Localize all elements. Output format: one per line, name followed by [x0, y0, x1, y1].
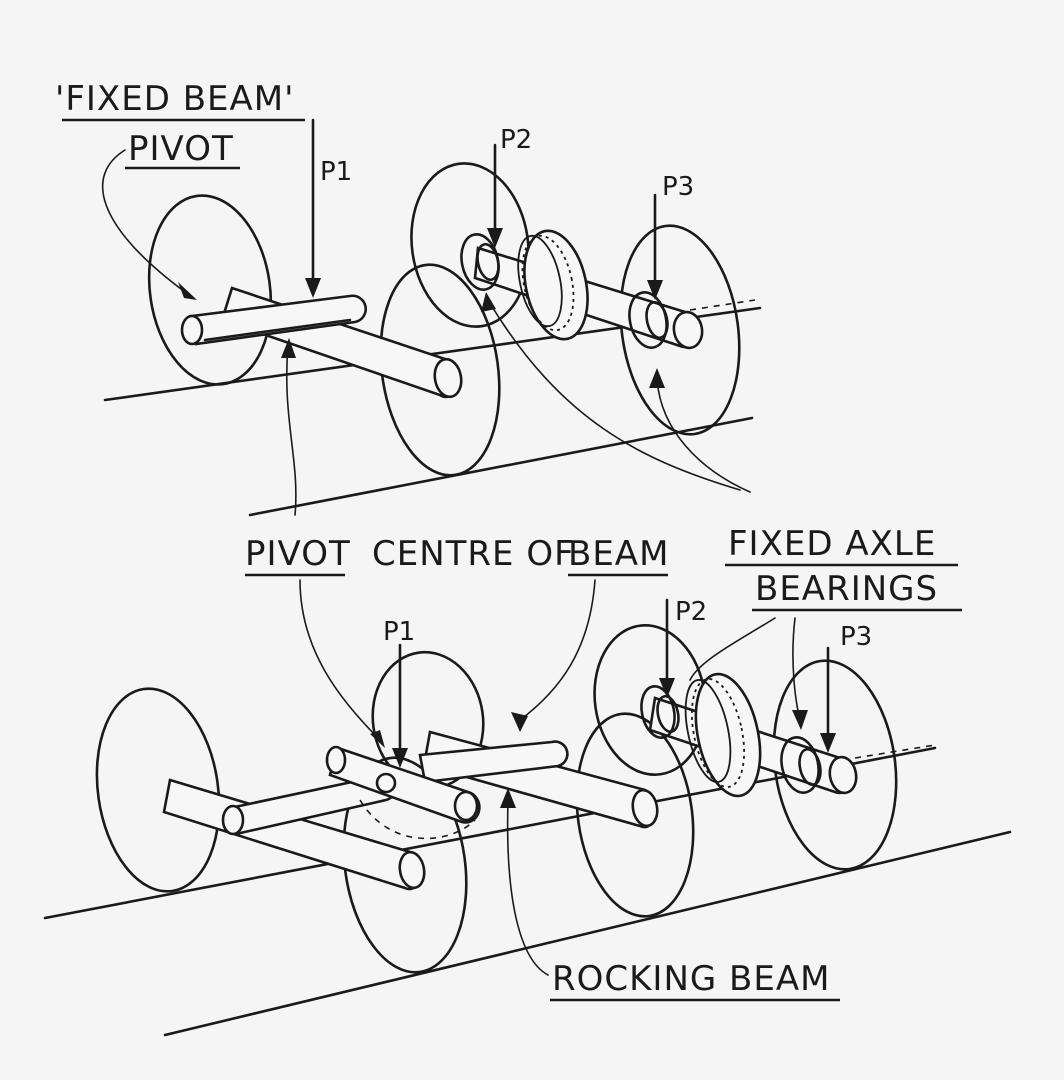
bottom-gear-face — [684, 679, 732, 783]
top-wheel-rear-left — [147, 194, 273, 386]
bottom-pivot-leader-head — [370, 730, 385, 748]
bottom-gear — [694, 672, 762, 798]
bottom-wheel-rear-left — [95, 687, 221, 893]
bottom-bearing-p3-inner — [798, 747, 822, 787]
top-p3-arrowhead — [647, 280, 663, 300]
label-p3-bottom: P3 — [840, 622, 872, 652]
label-fixed-axle: FIXED AXLE — [728, 524, 936, 564]
top-gear — [523, 229, 589, 341]
top-fixed-beam — [190, 294, 368, 346]
top-bearing-p2-inner — [476, 242, 500, 282]
label-beam-mid: BEAM — [568, 534, 669, 574]
label-fixed-beam: 'FIXED BEAM' — [55, 79, 294, 119]
bottom-axle-right-end — [828, 755, 858, 795]
bottom-axle-centre-end — [631, 788, 659, 828]
bottom-pivot-centre — [375, 772, 397, 794]
top-pivot-leader — [101, 149, 186, 293]
bottom-pivot-bar-cap — [325, 745, 347, 775]
top-p2-arrowhead — [487, 228, 503, 248]
top-axle-centreline — [689, 299, 756, 311]
bottom-p1-arrowhead — [392, 748, 408, 768]
bottom-rocking-beam-right — [418, 740, 569, 784]
label-p2-top: P2 — [500, 125, 532, 155]
top-fixed-beam-shade — [203, 318, 352, 342]
bottom-axle-centreline — [854, 744, 936, 759]
bottom-beam-leader-head — [511, 712, 528, 732]
bearings-leader-bottom-p2 — [689, 617, 776, 681]
top-assembly — [101, 118, 762, 517]
bottom-bearing-p2-inner — [656, 694, 680, 734]
top-p1-arrowhead — [305, 278, 321, 298]
bottom-pivot-leader — [299, 579, 381, 741]
bearings-leader-bottom-p3-head — [792, 710, 808, 730]
bottom-bearing-p2 — [640, 685, 676, 739]
bottom-axle-left-end — [398, 850, 426, 890]
label-bearings: BEARINGS — [755, 569, 938, 609]
label-rocking-beam: ROCKING BEAM — [552, 959, 830, 999]
bottom-p2-arrowhead — [659, 678, 675, 698]
top-gear-face — [517, 234, 563, 328]
top-wheel-front-left — [379, 263, 501, 477]
top-axle-left-end — [433, 357, 463, 399]
bottom-p3-arrowhead — [820, 733, 836, 753]
top-wheel-rear-right — [410, 162, 530, 328]
bottom-wheel-front-centre — [575, 712, 695, 918]
label-centre-of: CENTRE OF — [372, 534, 575, 574]
label-pivot-mid: PIVOT — [245, 534, 351, 574]
label-p1-bottom: P1 — [383, 617, 415, 647]
bearings-leader-bottom-p3 — [792, 617, 801, 721]
top-pivot-under-leader — [285, 344, 297, 516]
top-pivot-under-head — [281, 338, 296, 358]
bottom-pivot-bar-end — [453, 790, 479, 822]
bottom-rocking-beam-left-end — [221, 804, 245, 836]
labels: 'FIXED BEAM' PIVOT P1 P2 P3 PIVOT CENTRE… — [55, 79, 962, 1002]
bottom-gear-teeth — [690, 678, 746, 788]
label-p3-top: P3 — [662, 172, 694, 202]
label-p1-top: P1 — [320, 157, 352, 187]
bottom-assembly — [43, 292, 1012, 1037]
bottom-rail-far — [163, 830, 1012, 1037]
rocking-beam-leader — [506, 799, 549, 976]
bearings-leader-top-p3-head — [649, 368, 665, 388]
top-rail-far — [248, 416, 754, 517]
top-bearing-p3-inner — [645, 300, 669, 340]
bottom-wheel-front-left — [342, 756, 468, 974]
bearings-leader-top-p3 — [656, 377, 751, 493]
bearings-leader-top-p2-head — [481, 292, 496, 312]
top-axle-right-end — [672, 310, 704, 350]
top-pivot-leader-head — [178, 282, 197, 300]
top-gear-teeth — [521, 234, 575, 332]
bearings-leader-top-p2 — [487, 299, 741, 491]
label-p2-bottom: P2 — [675, 597, 707, 627]
label-pivot-top: PIVOT — [128, 129, 234, 169]
bottom-beam-leader — [519, 579, 596, 721]
top-fixed-beam-end — [180, 314, 204, 346]
top-wheel-front-right — [619, 224, 741, 436]
rocking-beam-leader-head — [500, 788, 516, 808]
bottom-pivot-hidden-arc — [359, 799, 476, 840]
